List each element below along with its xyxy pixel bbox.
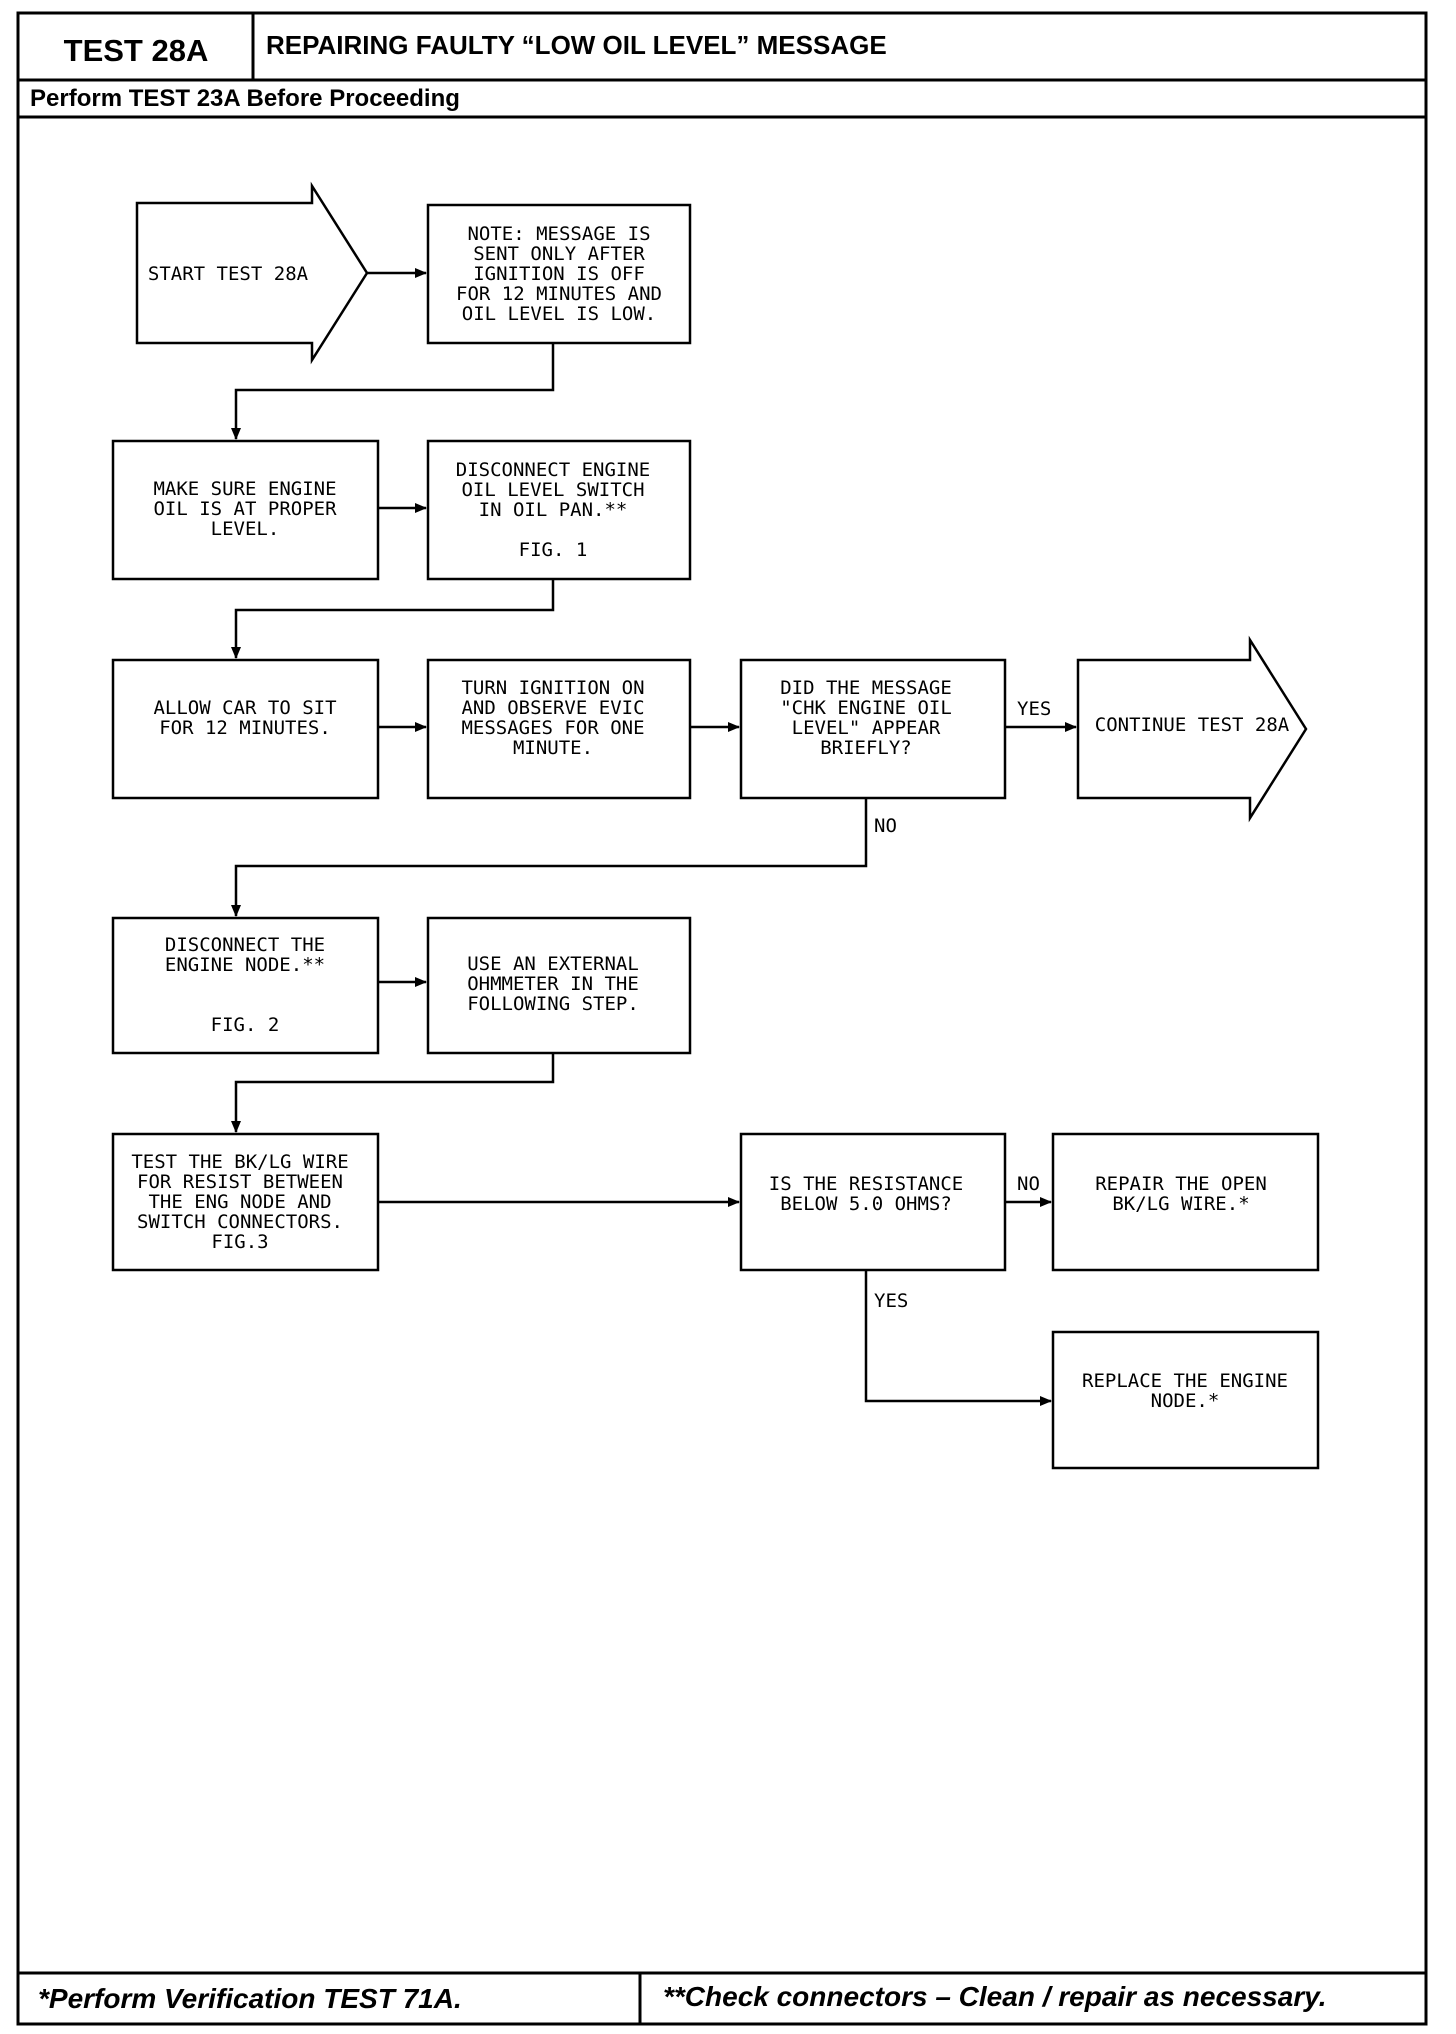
text-line: NODE.* [1151,1390,1220,1412]
text-line: NOTE: MESSAGE IS [467,223,650,245]
text-line: "CHK ENGINE OIL [780,697,952,719]
text-line: FOLLOWING STEP. [467,993,639,1015]
text-line: DISCONNECT THE [165,934,325,956]
label-yes-continue: YES [1017,698,1051,720]
page-frame [16,11,1428,2026]
text-line: DISCONNECT ENGINE [456,459,650,481]
did-message-box [739,658,1007,800]
text-line: BRIEFLY? [820,737,912,759]
text-line: REPLACE THE ENGINE [1082,1370,1288,1392]
label-no-message: NO [874,815,897,837]
text-line: MAKE SURE ENGINE [153,478,336,500]
text-line: REPAIR THE OPEN [1095,1173,1267,1195]
text-line: ENGINE NODE.** [165,954,325,976]
text-line: LEVEL. [211,518,280,540]
connector-note-to-check-oil [231,343,555,440]
test-wire-box [111,1132,380,1272]
text-line: FIG. 1 [519,539,588,561]
start-arrow-shape [135,181,369,365]
text-line: AND OBSERVE EVIC [461,697,644,719]
disconnect-node-box [111,916,380,1055]
test-id: TEST 28A [64,33,209,68]
text-line: FOR 12 MINUTES. [159,717,331,739]
connector-disconnect-switch-to-allow-sit [231,579,555,659]
text-line: MESSAGES FOR ONE [461,717,644,739]
text-line: FOR 12 MINUTES AND [456,283,662,305]
connector-ohmmeter-to-test-wire [231,1053,555,1133]
text-line: FIG.3 [211,1231,268,1253]
label-yes-resistance: YES [874,1290,908,1312]
text-line: IGNITION IS OFF [473,263,645,285]
text-line: SWITCH CONNECTORS. [137,1211,343,1233]
repair-wire-box [1051,1132,1320,1272]
text-line: LEVEL" APPEAR [792,717,941,739]
page-subtitle: Perform TEST 23A Before Proceeding [30,85,460,112]
note-box [426,203,692,345]
text-line: TURN IGNITION ON [461,677,644,699]
text-line: ALLOW CAR TO SIT [153,697,336,719]
footer-verification-note: *Perform Verification TEST 71A. [38,1983,462,2014]
text-line: OIL LEVEL IS LOW. [462,303,656,325]
replace-node-box [1051,1330,1320,1470]
text-line: OHMMETER IN THE [467,973,639,995]
text-line: TEST THE BK/LG WIRE [131,1151,348,1173]
page-title: REPAIRING FAULTY “LOW OIL LEVEL” MESSAGE [266,30,887,60]
use-ohmmeter-box [426,916,692,1055]
allow-sit-box [111,658,380,800]
text-line: FIG. 2 [211,1014,280,1036]
disconnect-switch-box [426,439,692,581]
label-no-resistance: NO [1017,1173,1040,1195]
text-line: CONTINUE TEST 28A [1095,714,1290,736]
start-label: START TEST 28A [148,263,309,285]
is-resistance-box [739,1132,1007,1272]
text-line: FOR RESIST BETWEEN [137,1171,343,1193]
connector-no-to-disconnect-node [231,798,868,917]
text-line: DID THE MESSAGE [780,677,952,699]
turn-ignition-box [426,658,692,800]
check-oil-box [111,439,380,581]
text-line: OIL IS AT PROPER [153,498,337,520]
continue-label: CONTINUE TEST 28A [1095,714,1290,736]
text-line: START TEST 28A [148,263,309,285]
text-line: OIL LEVEL SWITCH [461,479,644,501]
text-line: SENT ONLY AFTER [473,243,645,265]
text-line: THE ENG NODE AND [148,1191,331,1213]
continue-arrow-shape [1076,635,1308,823]
connector-yes-to-replace-node [864,1270,1052,1406]
text-line: USE AN EXTERNAL [467,953,639,975]
text-line: BELOW 5.0 OHMS? [780,1193,952,1215]
text-line: IS THE RESISTANCE [769,1173,963,1195]
text-line: BK/LG WIRE.* [1112,1193,1249,1215]
text-line: IN OIL PAN.** [479,499,628,521]
footer-connector-note: **Check connectors – Clean / repair as n… [663,1981,1327,2012]
text-line: MINUTE. [513,737,593,759]
